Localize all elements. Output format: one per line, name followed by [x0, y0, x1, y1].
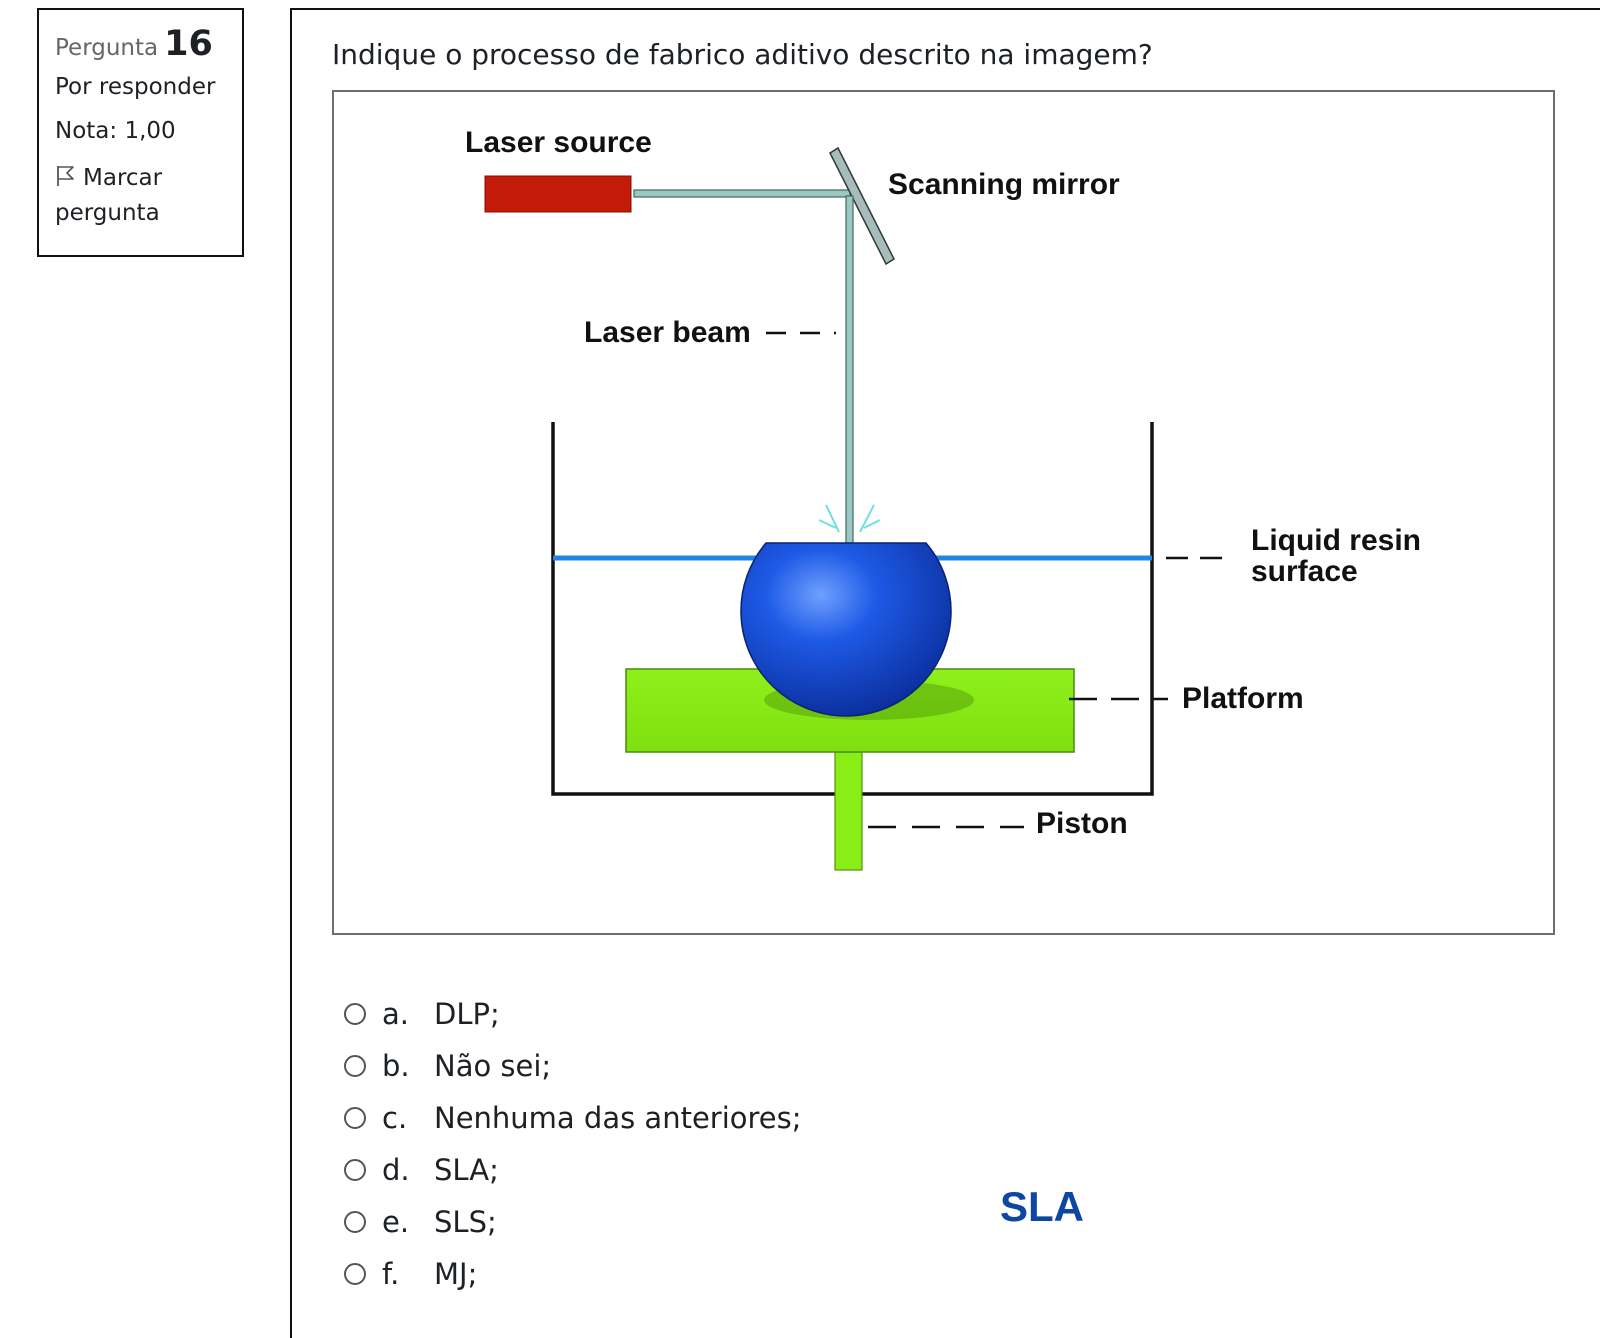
radio-button[interactable]	[344, 1003, 366, 1025]
option-text: Nenhuma das anteriores;	[434, 1101, 802, 1135]
option-c[interactable]: c. Nenhuma das anteriores;	[344, 1092, 802, 1144]
label-liquid-resin-line1: Liquid resin	[1251, 524, 1421, 557]
label-scanning-mirror: Scanning mirror	[888, 168, 1120, 201]
radio-button[interactable]	[344, 1211, 366, 1233]
option-letter: f.	[382, 1257, 400, 1291]
radio-button[interactable]	[344, 1263, 366, 1285]
option-letter: c.	[382, 1101, 408, 1135]
option-f[interactable]: f. MJ;	[344, 1248, 802, 1300]
sla-diagram: Laser source Scanning mirror Laser beam	[465, 126, 1421, 871]
question-label: Pergunta	[55, 35, 159, 61]
flag-label-line2: pergunta	[55, 200, 160, 226]
piston	[834, 751, 863, 871]
option-a[interactable]: a. DLP;	[344, 988, 802, 1040]
question-state: Por responder	[55, 74, 216, 100]
label-laser-source: Laser source	[465, 126, 652, 159]
radio-button[interactable]	[344, 1159, 366, 1181]
overlay-answer-text: SLA	[1000, 1183, 1084, 1230]
laser-beam-vertical	[845, 195, 854, 547]
laser-beam-horizontal	[633, 189, 851, 198]
scanning-mirror	[829, 146, 895, 266]
laser-source-box	[484, 175, 632, 213]
radio-button[interactable]	[344, 1107, 366, 1129]
option-d[interactable]: d. SLA;	[344, 1144, 802, 1196]
option-text: MJ;	[434, 1257, 478, 1291]
flag-label-line1: Marcar	[83, 165, 163, 191]
option-letter: e.	[382, 1205, 410, 1239]
printed-part	[740, 542, 952, 717]
option-letter: d.	[382, 1153, 410, 1187]
option-text: Não sei;	[434, 1049, 552, 1083]
question-info-box: Pergunta 16 Por responder Nota: 1,00 Mar…	[37, 8, 244, 257]
label-laser-beam: Laser beam	[584, 316, 751, 349]
label-piston: Piston	[1036, 807, 1128, 840]
answer-options: a. DLP; b. Não sei; c. Nenhuma das anter…	[344, 988, 802, 1300]
flag-question-link[interactable]: Marcar pergunta	[55, 162, 242, 230]
option-text: SLA;	[434, 1153, 499, 1187]
label-platform: Platform	[1182, 682, 1304, 715]
laser-spark	[818, 504, 881, 533]
option-b[interactable]: b. Não sei;	[344, 1040, 802, 1092]
flag-outline-icon	[55, 164, 75, 197]
question-text: Indique o processo de fabrico aditivo de…	[332, 38, 1153, 71]
label-liquid-resin-line2: surface	[1251, 555, 1358, 588]
radio-button[interactable]	[344, 1055, 366, 1077]
option-letter: b.	[382, 1049, 410, 1083]
option-text: SLS;	[434, 1205, 497, 1239]
question-number-line: Pergunta 16	[55, 24, 242, 64]
sla-diagram-figure: Laser source Scanning mirror Laser beam	[332, 90, 1555, 935]
question-grade: Nota: 1,00	[55, 118, 176, 144]
question-content: Indique o processo de fabrico aditivo de…	[290, 8, 1600, 1338]
option-e[interactable]: e. SLS;	[344, 1196, 802, 1248]
question-number: 16	[164, 24, 213, 64]
option-text: DLP;	[434, 997, 500, 1031]
option-letter: a.	[382, 997, 409, 1031]
